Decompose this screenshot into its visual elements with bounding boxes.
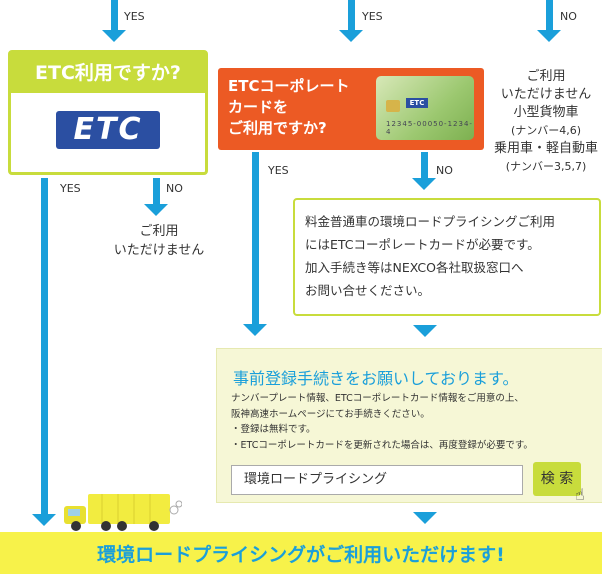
registration-desc-line: ・登録は無料です。 [231, 424, 316, 435]
corporate-card-image: ETC 12345-00050-1234-4 [376, 76, 474, 140]
result-text: 環境ロードプライシングがご利用いただけます! [97, 544, 505, 566]
result-banner: 環境ロードプライシングがご利用いただけます! [0, 532, 602, 574]
registration-title: 事前登録手続きをお願いしております。 [233, 369, 519, 388]
vehicle-number-line: (ナンバー3,5,7) [505, 160, 587, 173]
info-line: にはETCコーポレートカードが必要です。 [305, 237, 540, 252]
hand-cursor-icon: ☝ [575, 485, 585, 504]
etc-question-title: ETC利用ですか? [11, 53, 205, 93]
registration-desc-line: ナンバープレート情報、ETCコーポレートカード情報をご用意の上、 [231, 393, 524, 404]
not-available-line: いただけません [113, 243, 205, 258]
not-available-right: ご利用 いただけません 小型貨物車 (ナンバー4,6) 乗用車・軽自動車 (ナン… [486, 68, 602, 176]
search-button[interactable]: 検 索 [533, 462, 581, 496]
registration-desc-line: 阪神高速ホームページにてお手続きください。 [231, 408, 430, 420]
info-line: 加入手続き等はNEXCO各社取扱窓口へ [305, 260, 524, 275]
flow-arrow-registration [413, 512, 437, 524]
vehicle-number-line: (ナンバー4,6) [510, 124, 582, 137]
info-line: 料金普通車の環境ロードプライシングご利用 [305, 214, 556, 229]
no-label: NO [436, 164, 453, 177]
not-available-line: いただけません [500, 87, 592, 102]
registration-desc-line: ・ETCコーポレートカードを更新された場合は、再度登録が必要です。 [231, 439, 533, 451]
not-available-line: ご利用 [139, 224, 179, 239]
yes-label: YES [124, 10, 145, 23]
not-available-line: ご利用 [526, 69, 566, 84]
yes-label: YES [362, 10, 383, 23]
info-line: お問い合せください。 [305, 283, 431, 298]
etc-logo: ETC [56, 111, 160, 149]
flow-arrow-info [413, 325, 437, 337]
registration-box: 事前登録手続きをお願いしております。 ナンバープレート情報、ETCコーポレートカ… [216, 348, 602, 504]
no-label: NO [166, 182, 183, 195]
no-label: NO [560, 10, 577, 23]
card-number: 12345-00050-1234-4 [386, 120, 473, 136]
corporate-card-question-box: ETCコーポレート カードを ご利用ですか? ETC 12345-00050-1… [218, 68, 484, 150]
corporate-card-info-box: 料金普通車の環境ロードプライシングご利用 にはETCコーポレートカードが必要です… [293, 198, 601, 316]
corporate-card-info-text: 料金普通車の環境ロードプライシングご利用 にはETCコーポレートカードが必要です… [305, 210, 555, 302]
search-input[interactable]: 環境ロードプライシング [231, 465, 523, 495]
vehicle-type-line: 小型貨物車 [513, 105, 579, 120]
truck-icon [64, 494, 182, 531]
registration-description: ナンバープレート情報、ETCコーポレートカード情報をご用意の上、 阪神高速ホーム… [231, 391, 533, 453]
card-etc-mark: ETC [406, 98, 428, 108]
yes-label: YES [268, 164, 289, 177]
card-chip-icon [386, 100, 400, 112]
corporate-card-question-title: ETCコーポレート カードを ご利用ですか? [228, 77, 350, 137]
not-available-left: ご利用 いただけません [96, 222, 222, 260]
vehicle-type-line: 乗用車・軽自動車 [493, 141, 598, 156]
yes-label: YES [60, 182, 81, 195]
etc-question-box: ETC利用ですか? ETC [8, 50, 208, 175]
